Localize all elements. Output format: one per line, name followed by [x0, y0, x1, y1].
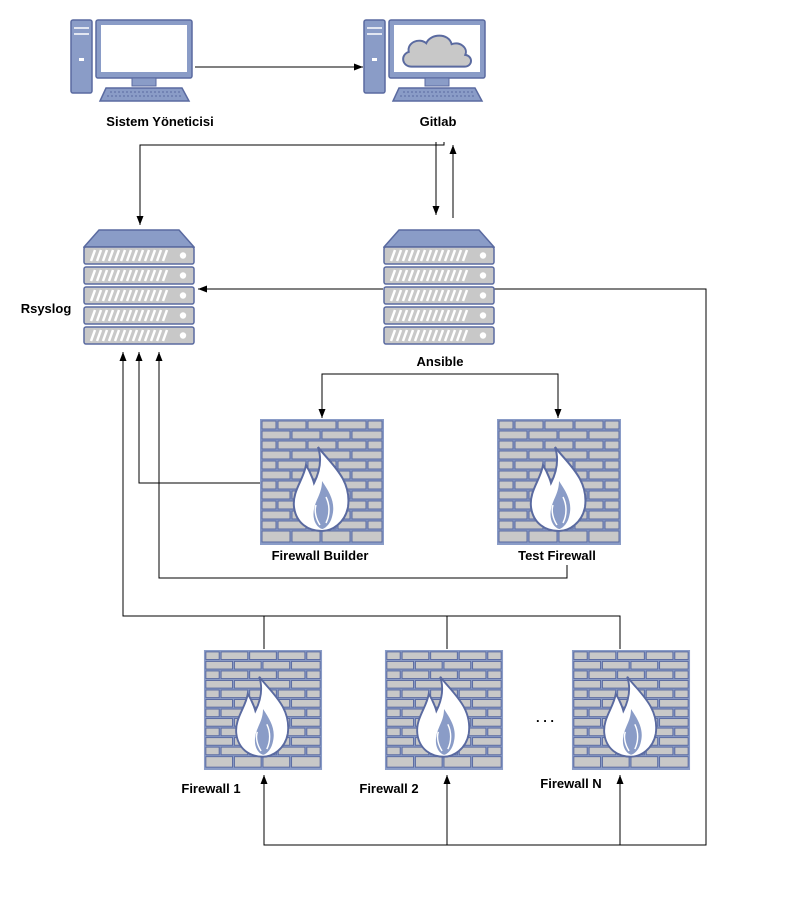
firewall-icon [570, 650, 692, 770]
test-firewall-label: Test Firewall [518, 548, 596, 563]
firewall-n-label: Firewall N [540, 776, 601, 791]
firewall-2-label: Firewall 2 [359, 781, 418, 796]
node-firewall-2: Firewall 2 [359, 650, 505, 796]
server-rack-icon [384, 230, 494, 344]
node-gitlab: Gitlab [363, 19, 486, 129]
node-ansible: Ansible [384, 230, 494, 369]
firewall-icon [383, 650, 505, 770]
connector-ansible-to-firewall-builder [318, 373, 415, 418]
node-firewall-builder: Firewall Builder [260, 419, 384, 563]
connector-firewalls-to-rsyslog [119, 352, 265, 649]
connector-ansible-to-test-firewall [415, 373, 562, 418]
connector-gitlab-to-rsyslog [136, 142, 445, 225]
gitlab-label: Gitlab [420, 114, 457, 129]
connector-firewall-n-join [447, 615, 621, 649]
ansible-label: Ansible [417, 354, 464, 369]
connector-firewall-2-join [264, 615, 448, 649]
desktop-computer-icon [70, 19, 193, 102]
connector-test-firewall-to-rsyslog [155, 352, 568, 579]
ellipsis-more-firewalls: . . . [536, 710, 554, 725]
node-firewall-1: Firewall 1 [181, 650, 324, 796]
node-firewall-n: Firewall N [540, 650, 692, 791]
firewall-icon [202, 650, 324, 770]
firewall-icon [260, 419, 384, 545]
connector-ansible-to-firewall-1 [260, 288, 707, 846]
admin-label: Sistem Yöneticisi [106, 114, 213, 129]
firewall-builder-label: Firewall Builder [272, 548, 369, 563]
firewall-icon [497, 419, 621, 545]
connectors [119, 63, 707, 846]
rsyslog-label: Rsyslog [21, 301, 72, 316]
node-test-firewall: Test Firewall [497, 419, 621, 563]
firewall-1-label: Firewall 1 [181, 781, 240, 796]
node-admin: Sistem Yöneticisi [70, 19, 214, 129]
connector-firewall-builder-to-rsyslog [135, 352, 260, 484]
server-rack-icon [84, 230, 194, 344]
node-rsyslog: Rsyslog [21, 230, 194, 344]
